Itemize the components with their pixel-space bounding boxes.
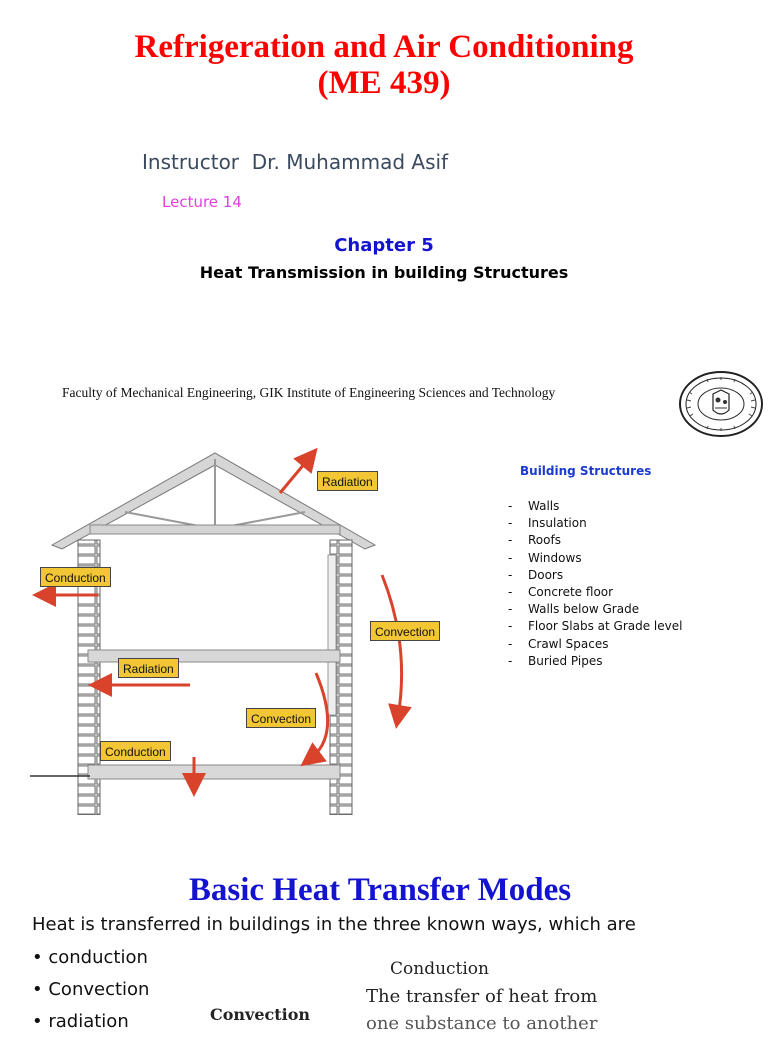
building-structure-label: Walls below Grade bbox=[528, 602, 640, 617]
building-structure-item: -Roofs bbox=[508, 532, 682, 549]
lecture-number: Lecture 14 bbox=[162, 193, 242, 211]
dash-bullet: - bbox=[508, 550, 513, 565]
building-structure-item: -Windows bbox=[508, 550, 682, 567]
dash-bullet: - bbox=[508, 602, 513, 617]
page-title: Refrigeration and Air Conditioning bbox=[134, 29, 634, 65]
institute-seal-logo bbox=[679, 371, 763, 437]
building-structures-heading: Building Structures bbox=[520, 464, 652, 478]
building-structure-label: Insulation bbox=[528, 516, 587, 531]
building-structure-item: -Buried Pipes bbox=[508, 653, 682, 670]
building-structure-item: -Doors bbox=[508, 567, 682, 584]
dash-bullet: - bbox=[508, 499, 513, 513]
building-structure-label: Walls bbox=[528, 499, 560, 513]
building-structure-item: - Walls bbox=[508, 498, 682, 515]
convection-arrow-outside bbox=[380, 574, 412, 729]
conduction-illustration-text: The transfer of heat from bbox=[366, 986, 598, 1007]
heat-transfer-mode-label: Convection bbox=[48, 979, 150, 1000]
heat-transfer-modes-list: • conduction• Convection• radiation bbox=[32, 946, 149, 1042]
chapter-title: Chapter 5 bbox=[334, 235, 434, 256]
building-structure-label: Windows bbox=[528, 550, 582, 565]
building-structure-item: -Crawl Spaces bbox=[508, 636, 682, 653]
building-structure-item: -Insulation bbox=[508, 515, 682, 532]
heat-transfer-mode-item: • Convection bbox=[32, 978, 149, 1010]
building-structure-label: Crawl Spaces bbox=[528, 636, 609, 651]
dash-bullet: - bbox=[508, 516, 513, 531]
building-structure-item: -Floor Slabs at Grade level bbox=[508, 618, 682, 635]
building-structure-label: Doors bbox=[528, 567, 564, 582]
bullet: • bbox=[32, 979, 43, 1000]
heat-transfer-mode-item: • radiation bbox=[32, 1010, 149, 1042]
ground-floor bbox=[87, 764, 341, 780]
conduction-illustration-title: Conduction bbox=[390, 959, 489, 979]
radiation-arrow-roof bbox=[278, 447, 318, 494]
heat-transfer-mode-label: conduction bbox=[48, 947, 148, 968]
label-radiation-roof: Radiation bbox=[317, 471, 378, 491]
building-structure-label: Buried Pipes bbox=[528, 653, 603, 668]
label-convection-inside: Convection bbox=[246, 708, 317, 728]
building-structure-item: -Concrete floor bbox=[508, 584, 682, 601]
building-structure-label: Floor Slabs at Grade level bbox=[528, 619, 683, 634]
label-radiation-inside: Radiation bbox=[118, 658, 179, 678]
instructor-name: Instructor Dr. Muhammad Asif bbox=[142, 150, 449, 174]
bullet: • bbox=[32, 947, 43, 968]
building-structure-label: Roofs bbox=[528, 533, 561, 548]
bullet: • bbox=[32, 1011, 43, 1032]
dash-bullet: - bbox=[508, 636, 513, 651]
section-intro: Heat is transferred in buildings in the … bbox=[32, 914, 636, 935]
dash-bullet: - bbox=[508, 619, 513, 634]
dash-bullet: - bbox=[508, 567, 513, 582]
label-conduction-floor: Conduction bbox=[100, 741, 171, 761]
building-structure-item: -Walls below Grade bbox=[508, 601, 682, 618]
dash-bullet: - bbox=[508, 653, 513, 668]
roof bbox=[50, 452, 377, 550]
chapter-subtitle: Heat Transmission in building Structures bbox=[199, 263, 569, 282]
dash-bullet: - bbox=[508, 533, 513, 548]
convection-arrow-inside bbox=[300, 672, 330, 767]
label-conduction-wall: Conduction bbox=[40, 567, 111, 587]
heat-transfer-mode-item: • conduction bbox=[32, 946, 149, 978]
label-convection-outside: Convection bbox=[370, 621, 441, 641]
faculty-line: Faculty of Mechanical Engineering, GIK I… bbox=[62, 385, 556, 400]
heat-transfer-mode-label: radiation bbox=[48, 1011, 129, 1032]
convection-illustration-title: Convection bbox=[210, 1005, 311, 1024]
course-code: (ME 439) bbox=[317, 65, 451, 101]
building-structures-list: -Walls-Insulation-Roofs-Windows-Doors-Co… bbox=[508, 498, 682, 670]
dash-bullet: - bbox=[508, 584, 513, 599]
section-heading: Basic Heat Transfer Modes bbox=[188, 872, 572, 908]
building-structure-label: Concrete floor bbox=[528, 584, 614, 599]
